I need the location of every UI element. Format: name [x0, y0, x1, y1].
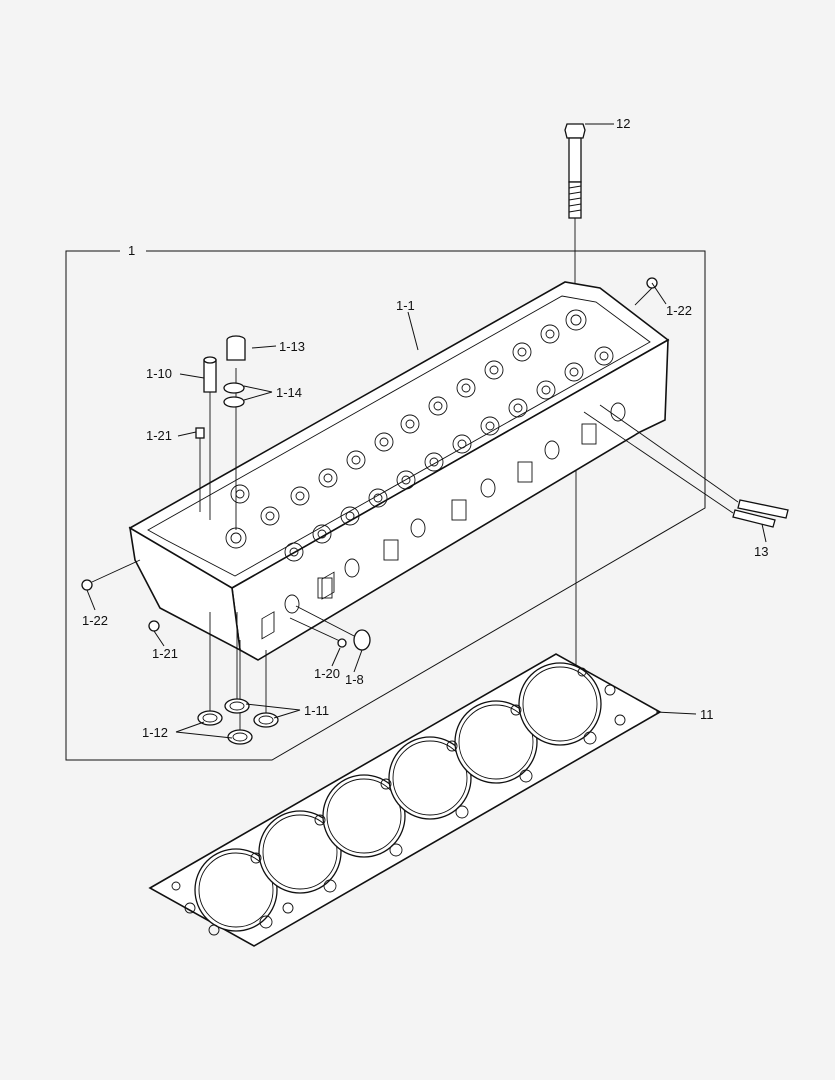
side-ports [261, 402, 626, 640]
o-rings-1-14[interactable] [223, 382, 245, 408]
label-1-8: 1-8 [345, 672, 364, 687]
stud-13[interactable] [583, 404, 789, 528]
pin-1-21-upper[interactable] [195, 427, 205, 512]
leader-lines [86, 123, 767, 739]
part-labels: 1 12 1-1 1-22 1-13 1-10 1-14 1-21 13 1-2… [82, 116, 768, 740]
plug-1-22-left[interactable] [81, 559, 141, 591]
label-1-21-lower: 1-21 [152, 646, 178, 661]
tube-1-10[interactable] [203, 356, 217, 520]
label-1-10: 1-10 [146, 366, 172, 381]
cylinder-head-1-1[interactable] [128, 281, 670, 661]
pin-1-21-lower[interactable] [148, 620, 160, 632]
head-bolt-12[interactable] [564, 123, 586, 320]
label-1-13: 1-13 [279, 339, 305, 354]
injector-sleeve-1-13[interactable] [226, 335, 246, 530]
gasket-holes [171, 667, 626, 936]
seal-rings-1-11-1-12[interactable] [197, 612, 279, 745]
screw-1-20[interactable] [289, 617, 347, 648]
head-gasket-11[interactable] [148, 470, 662, 947]
gasket-bores [194, 662, 602, 932]
label-12: 12 [616, 116, 630, 131]
label-13: 13 [754, 544, 768, 559]
label-1-20: 1-20 [314, 666, 340, 681]
plug-1-22-right[interactable] [634, 277, 658, 306]
valve-seat-pattern [225, 309, 614, 562]
label-1-14: 1-14 [276, 385, 302, 400]
assembly-bracket [65, 250, 706, 761]
label-1-1: 1-1 [396, 298, 415, 313]
label-1-21-upper: 1-21 [146, 428, 172, 443]
label-1-12: 1-12 [142, 725, 168, 740]
label-1-22-left: 1-22 [82, 613, 108, 628]
label-1-22-right: 1-22 [666, 303, 692, 318]
label-1-11: 1-11 [304, 703, 329, 718]
label-1: 1 [128, 243, 135, 258]
label-11: 11 [700, 707, 714, 722]
